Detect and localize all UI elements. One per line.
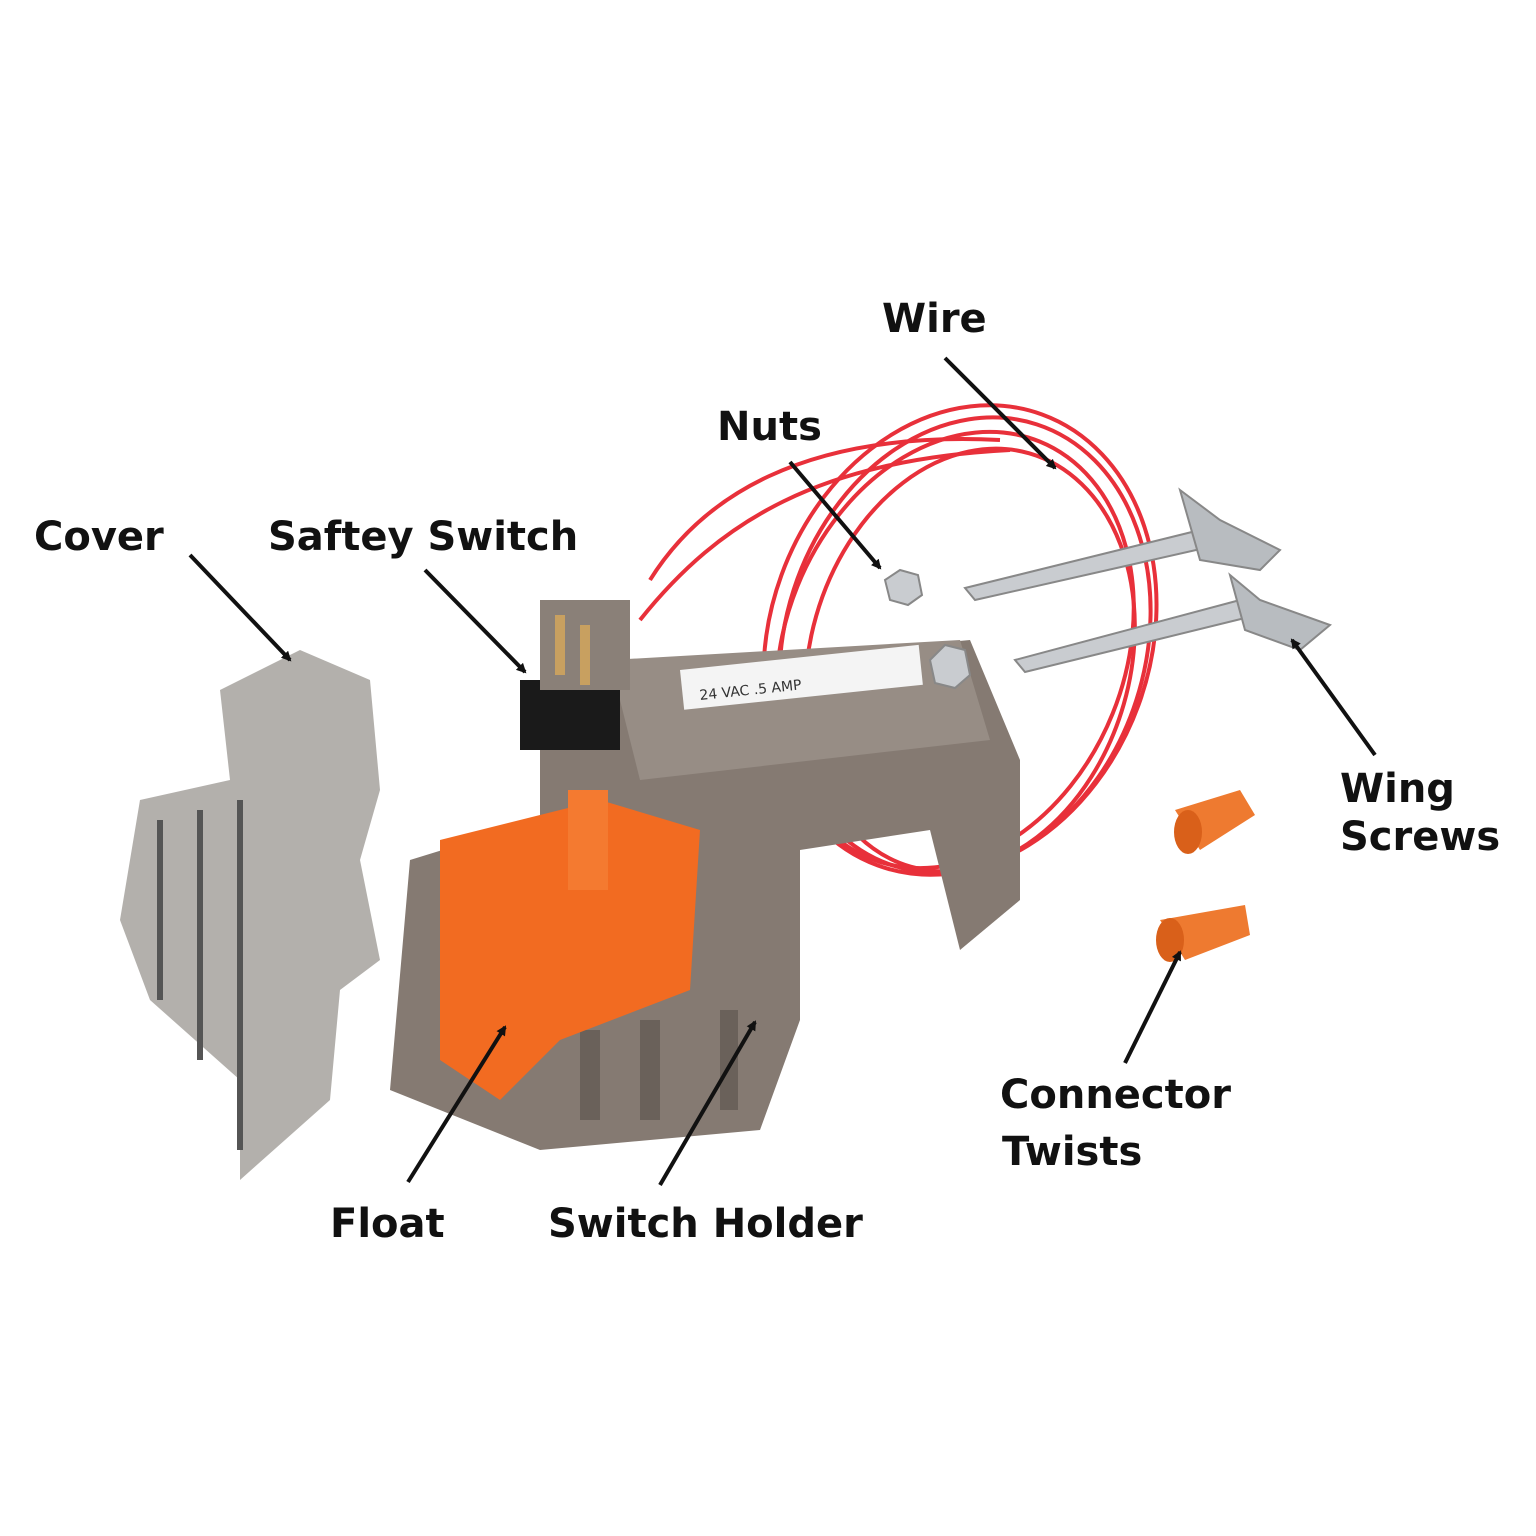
arrow-wire [943, 356, 1057, 470]
rating-label [680, 644, 923, 710]
label-switch-holder: Switch Holder [548, 1201, 863, 1247]
arrow-float [406, 1025, 507, 1184]
label-cover: Cover [34, 514, 164, 560]
float [440, 790, 700, 1100]
label-wire: Wire [882, 296, 987, 342]
label-wing-screws-1: Wing [1340, 766, 1455, 812]
arrow-switch-holder [658, 1020, 757, 1187]
arrow-connector-twists [1123, 950, 1182, 1064]
nuts [883, 568, 972, 690]
label-float: Float [330, 1201, 445, 1247]
label-connector-twists-1: Connector [1000, 1072, 1231, 1118]
label-safety-switch: Saftey Switch [268, 514, 578, 560]
connector-twists [1156, 790, 1255, 962]
safety-switch [520, 600, 630, 750]
label-wing-screws-2: Screws [1340, 814, 1500, 860]
arrow-safety-switch [423, 568, 527, 674]
cover [120, 650, 380, 1180]
label-connector-twists-2: Twists [1002, 1129, 1142, 1175]
wing-screws [963, 487, 1332, 674]
arrow-nuts [788, 460, 882, 570]
wire-coil [638, 403, 1159, 877]
label-nuts: Nuts [717, 404, 822, 450]
arrow-cover [188, 553, 292, 662]
arrow-wing-screws [1290, 638, 1377, 757]
